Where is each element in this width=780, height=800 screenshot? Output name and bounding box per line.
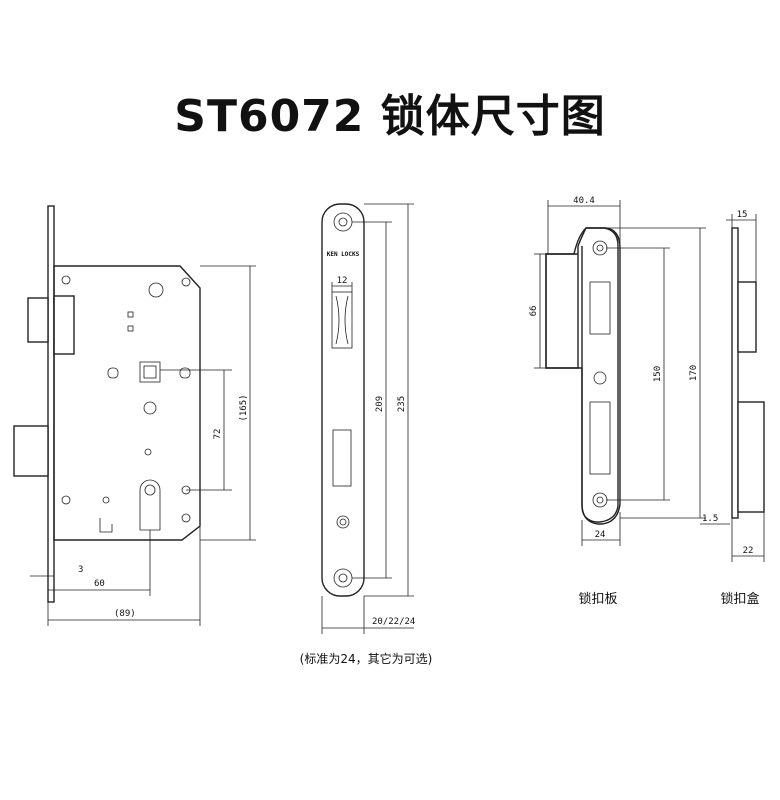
mount-hole	[144, 448, 152, 456]
strike-box-upper	[737, 281, 757, 353]
latch-slot	[331, 291, 353, 349]
dim-strike-length: 170	[689, 365, 699, 381]
slot-right	[179, 367, 191, 379]
strike-latch-slot	[589, 281, 611, 335]
small-square	[127, 325, 134, 332]
strike-box-label: 锁扣盒	[720, 591, 759, 607]
faceplate-bottom-hole-inner	[338, 573, 348, 583]
mount-hole	[143, 401, 157, 415]
dim-strike-top-width: 40.4	[573, 196, 595, 206]
latch-hook	[99, 518, 113, 533]
strike-mid-hole	[593, 371, 607, 385]
dim-backset: 60	[94, 579, 105, 589]
cylinder-cutout	[139, 479, 161, 531]
dim-faceplate-width: 20/22/24	[372, 617, 415, 627]
mount-hole	[148, 282, 164, 298]
lock-forend	[47, 205, 55, 603]
latch-housing	[53, 295, 75, 355]
slot-left	[107, 367, 119, 379]
strike-plate-body	[545, 227, 621, 525]
dim-slot-width: 12	[337, 276, 348, 286]
strike-top-hole-inner	[596, 244, 604, 252]
small-square	[127, 311, 134, 318]
lock-case	[53, 265, 201, 541]
dim-box-top-width: 15	[737, 210, 748, 220]
dim-strike-lip: 66	[529, 306, 539, 317]
latch-slot-detail	[335, 295, 349, 345]
faceplate-outline	[321, 203, 365, 597]
spindle-hole	[139, 361, 161, 383]
mount-hole	[102, 496, 110, 504]
dim-backset-small: 3	[78, 565, 83, 575]
dead-bolt	[13, 425, 49, 477]
latch-bolt	[27, 297, 49, 343]
strike-plate-drawing: 40.4 66 150 170 1.5 24 锁扣板	[529, 196, 730, 607]
deadbolt-slot	[332, 429, 352, 487]
dim-strike-thickness: 1.5	[702, 514, 718, 524]
brand-mark: KEN LOCKS	[327, 251, 360, 258]
dim-height: (165)	[239, 394, 249, 421]
strike-box-plate	[731, 227, 739, 519]
strike-bottom-hole-inner	[596, 496, 604, 504]
lock-body-drawing: 72 (165) 3 60 (89)	[13, 205, 256, 626]
dim-center-distance: 72	[213, 429, 223, 440]
page-title: ST6072 锁体尺寸图	[174, 91, 606, 142]
strike-bolt-slot	[589, 401, 611, 475]
faceplate-top-hole-inner	[338, 217, 348, 227]
faceplate-drawing: KEN LOCKS 12 209 235 20/22/24 (标准为24，其它为…	[300, 203, 433, 666]
spindle-inner	[143, 365, 157, 379]
faceplate-mid-hole-inner	[339, 518, 347, 526]
dim-strike-hole-distance: 150	[653, 366, 663, 382]
dim-hole-distance: 209	[375, 396, 385, 412]
strike-plate-label: 锁扣板	[578, 591, 617, 607]
screw-hole	[61, 275, 71, 285]
dim-box-bottom-width: 22	[743, 546, 754, 556]
strike-box-drawing: 15 22 锁扣盒	[720, 210, 765, 607]
cylinder-pin	[144, 484, 156, 496]
strike-box-lower	[737, 401, 765, 513]
dim-length: 235	[397, 396, 407, 412]
screw-hole	[181, 277, 191, 287]
dim-width: (89)	[114, 609, 136, 619]
screw-hole	[181, 513, 191, 523]
faceplate-note: (标准为24，其它为可选)	[300, 651, 433, 666]
dim-strike-bottom-width: 24	[595, 530, 606, 540]
screw-hole	[61, 495, 71, 505]
faceplate-mid-hole	[336, 515, 350, 529]
